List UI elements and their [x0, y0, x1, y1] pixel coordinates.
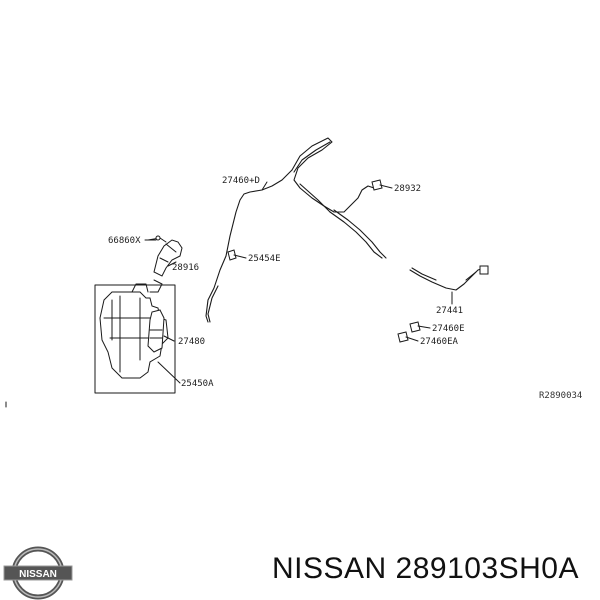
- callout-66860x: 66860X: [108, 236, 141, 246]
- callout-28932: 28932: [394, 184, 421, 194]
- nozzle-27441-end: [479, 265, 489, 275]
- svg-text:NISSAN: NISSAN: [19, 569, 57, 580]
- callout-28916: 28916: [172, 263, 199, 273]
- callout-27460e: 27460E: [432, 324, 465, 334]
- nozzle-27460ea: [397, 331, 409, 343]
- hose-27441: [409, 267, 485, 291]
- hose-right-run: [329, 211, 383, 259]
- callout-27480: 27480: [178, 337, 205, 347]
- connector-28932: [371, 179, 383, 191]
- filler-neck: [153, 239, 183, 277]
- diagram-reference-code: R2890034: [539, 391, 582, 401]
- hose-main-run: [291, 137, 375, 213]
- junction-25454e: [227, 249, 237, 261]
- callout-25454e: 25454E: [248, 254, 281, 264]
- leader-lines: [144, 181, 453, 384]
- washer-pump: [147, 309, 165, 353]
- hose-27480: [205, 169, 293, 323]
- nissan-logo: NISSAN: [3, 546, 73, 600]
- nozzle-27460e: [409, 321, 421, 333]
- part-number-caption: NISSAN 289103SH0A: [272, 552, 580, 585]
- callout-27441: 27441: [436, 306, 463, 316]
- callout-27460ea: 27460EA: [420, 337, 459, 347]
- cap-66860x: [155, 235, 161, 241]
- callout-25450a: 25450A: [181, 379, 214, 389]
- callout-27460d: 27460+D: [222, 176, 260, 186]
